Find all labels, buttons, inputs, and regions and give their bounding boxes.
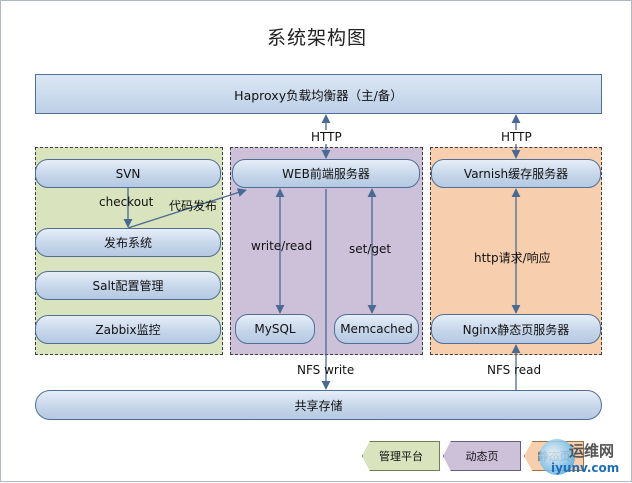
node-nginx: Nginx静态页服务器	[431, 314, 601, 344]
label-http-request: http请求/响应	[474, 251, 551, 265]
edge-publish-web	[127, 188, 247, 229]
legend-management: 管理平台	[362, 441, 440, 471]
node-zabbix: Zabbix监控	[35, 315, 221, 344]
label-http-right: HTTP	[499, 130, 534, 144]
node-haproxy: Haproxy负载均衡器（主/备）	[35, 74, 602, 114]
node-publish-system: 发布系统	[35, 228, 221, 257]
node-shared-storage: 共享存储	[35, 390, 602, 420]
diagram-title: 系统架构图	[266, 27, 367, 49]
watermark-globe-icon	[539, 439, 575, 475]
label-http-left: HTTP	[309, 130, 344, 144]
legend-dynamic: 动态页	[443, 441, 521, 471]
node-web-frontend: WEB前端服务器	[232, 159, 420, 188]
label-code-deploy: 代码发布	[169, 199, 218, 213]
label-write-read: write/read	[251, 239, 313, 253]
label-nfs-read: NFS read	[487, 363, 542, 377]
label-nfs-write: NFS write	[297, 363, 355, 377]
node-varnish: Varnish缓存服务器	[431, 159, 601, 188]
node-mysql: MySQL	[235, 314, 315, 344]
label-set-get: set/get	[349, 242, 392, 256]
watermark-url: iyunv.com	[551, 461, 620, 475]
node-memcached: Memcached	[334, 314, 419, 344]
watermark-logo: 运维网 iyunv.com	[539, 439, 625, 479]
label-checkout: checkout	[99, 195, 154, 209]
node-svn: SVN	[35, 159, 221, 188]
watermark-text: 运维网	[569, 442, 615, 460]
node-salt: Salt配置管理	[35, 271, 221, 300]
